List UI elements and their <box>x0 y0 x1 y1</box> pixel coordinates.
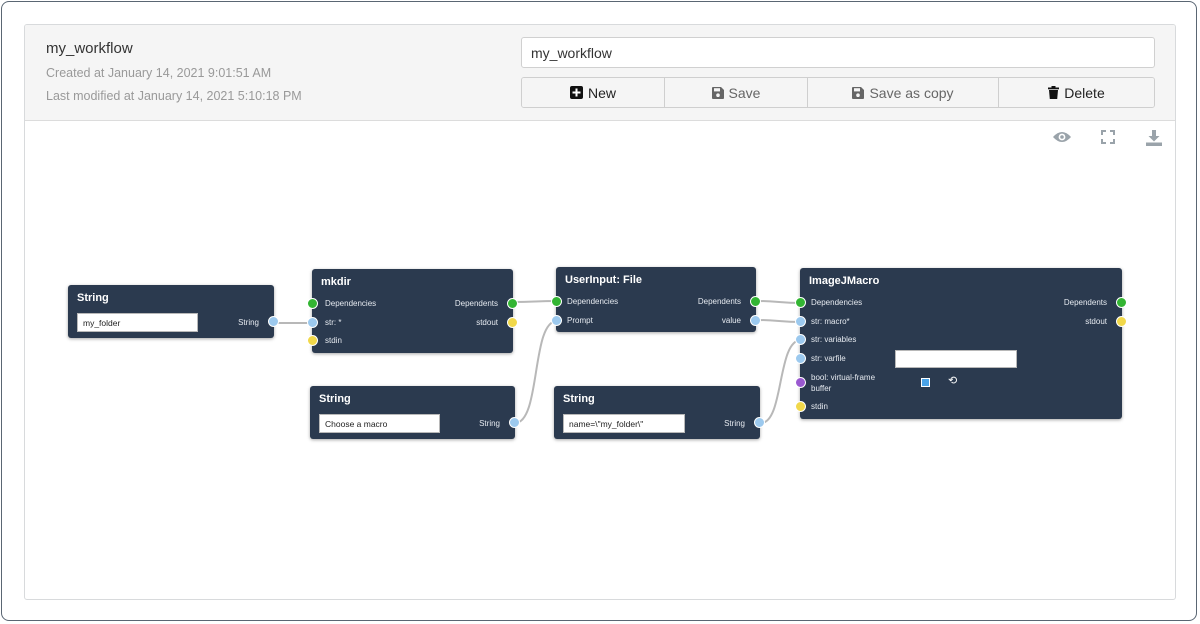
string-value-input[interactable] <box>77 313 198 332</box>
imagej-macro-node[interactable]: ImageJMacro Dependencies str: macro* str… <box>795 268 1127 419</box>
varfile-input[interactable] <box>895 350 1017 368</box>
port-label: str: varfile <box>811 354 846 363</box>
wire-string-to-prompt <box>514 320 558 424</box>
output-port-stdout[interactable] <box>507 317 518 328</box>
new-button-label: New <box>587 84 616 101</box>
node-title: String <box>77 292 109 304</box>
input-port-variables[interactable] <box>795 334 806 345</box>
port-label: stdout <box>476 318 498 327</box>
port-label: bool: virtual-frame <box>811 373 876 382</box>
string-node[interactable]: String String <box>310 386 520 439</box>
reset-icon[interactable]: ⟲ <box>948 375 958 387</box>
port-label: Prompt <box>567 316 593 325</box>
output-port-string[interactable] <box>509 417 520 428</box>
workflow-name-input[interactable] <box>521 37 1155 68</box>
port-label: value <box>721 316 741 325</box>
output-port-string[interactable] <box>268 316 279 327</box>
fullscreen-icon[interactable] <box>1101 130 1115 149</box>
workflow-header: my_workflow Created at January 14, 2021 … <box>25 25 1175 121</box>
node-title: UserInput: File <box>565 274 643 286</box>
input-port-str[interactable] <box>307 317 318 328</box>
node-title: mkdir <box>321 276 351 288</box>
port-label: String <box>479 419 500 428</box>
port-label: buffer <box>811 384 832 393</box>
save-button[interactable]: Save <box>665 78 808 107</box>
port-label: String <box>238 318 259 327</box>
trash-icon <box>1048 86 1060 99</box>
input-port-virtual-frame-buffer[interactable] <box>795 377 806 388</box>
plus-square-icon <box>569 86 583 99</box>
workflow-title: my_workflow <box>46 40 133 57</box>
port-label: Dependencies <box>567 297 619 306</box>
port-label: Dependencies <box>811 298 863 307</box>
port-label: Dependents <box>697 297 741 306</box>
delete-button[interactable]: Delete <box>999 78 1154 107</box>
port-label: stdin <box>811 402 828 411</box>
port-label: str: macro* <box>811 317 850 326</box>
input-port-dependencies[interactable] <box>551 296 562 307</box>
string-node[interactable]: String String <box>554 386 765 439</box>
mkdir-node[interactable]: mkdir Dependencies str: * stdin Dependen… <box>307 269 518 353</box>
workflow-panel: my_workflow Created at January 14, 2021 … <box>24 24 1176 600</box>
input-port-dependencies[interactable] <box>307 298 318 309</box>
save-as-copy-button[interactable]: Save as copy <box>808 78 999 107</box>
port-label: Dependents <box>454 299 498 308</box>
userinput-file-node[interactable]: UserInput: File Dependencies Prompt Depe… <box>551 267 761 332</box>
port-label: stdin <box>325 336 342 345</box>
output-port-dependents[interactable] <box>1116 297 1127 308</box>
virtual-frame-buffer-checkbox[interactable] <box>921 378 930 387</box>
output-port-dependents[interactable] <box>750 296 761 307</box>
output-port-string[interactable] <box>754 417 765 428</box>
floppy-disk-icon <box>711 86 724 99</box>
node-title: String <box>563 393 595 405</box>
created-timestamp: Created at January 14, 2021 9:01:51 AM <box>46 66 272 80</box>
input-port-prompt[interactable] <box>551 315 562 326</box>
port-label: str: variables <box>811 335 857 344</box>
output-port-value[interactable] <box>750 315 761 326</box>
port-label: Dependents <box>1063 298 1107 307</box>
floppy-disk-icon <box>852 86 865 99</box>
output-port-dependents[interactable] <box>507 298 518 309</box>
input-port-varfile[interactable] <box>795 353 806 364</box>
input-port-stdin[interactable] <box>795 401 806 412</box>
download-icon[interactable] <box>1146 130 1162 151</box>
new-button[interactable]: New <box>522 78 665 107</box>
node-title: String <box>319 393 351 405</box>
string-node[interactable]: String String <box>68 285 279 338</box>
input-port-macro[interactable] <box>795 316 806 327</box>
input-port-stdin[interactable] <box>307 335 318 346</box>
workflow-button-group: New Save Save as copy Delete <box>521 77 1155 108</box>
node-title: ImageJMacro <box>809 275 880 287</box>
port-label: str: * <box>325 318 342 327</box>
delete-button-label: Delete <box>1064 84 1105 101</box>
string-value-input[interactable] <box>319 414 440 433</box>
save-as-copy-label: Save as copy <box>869 84 954 101</box>
modified-timestamp: Last modified at January 14, 2021 5:10:1… <box>46 89 302 103</box>
workflow-canvas[interactable]: String String mkdir Dependencies str: * … <box>25 122 1175 599</box>
save-button-label: Save <box>728 84 761 101</box>
port-label: Dependencies <box>325 299 377 308</box>
port-label: stdout <box>1085 317 1107 326</box>
eye-icon[interactable] <box>1052 130 1072 149</box>
output-port-stdout[interactable] <box>1116 316 1127 327</box>
input-port-dependencies[interactable] <box>795 297 806 308</box>
port-label: String <box>724 419 745 428</box>
string-value-input[interactable] <box>563 414 685 433</box>
